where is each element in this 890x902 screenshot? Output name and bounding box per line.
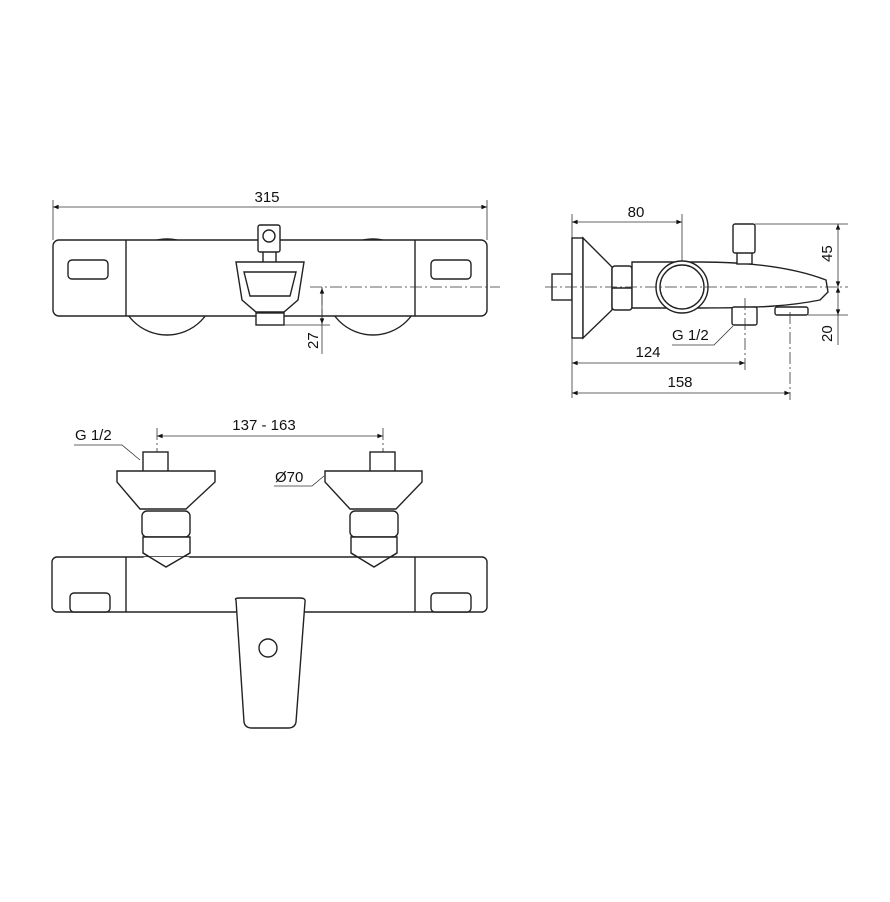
side-view: 80 45 20 124 158 G 1/2: [545, 204, 848, 400]
inlet-thread-leader: [74, 444, 141, 461]
left-union-nut: [141, 510, 191, 538]
diverter-knob: [235, 261, 305, 313]
outlet-thread-leader: [672, 325, 734, 346]
spout: [234, 597, 306, 729]
left-grip: [67, 259, 109, 280]
shower-holder: [257, 224, 281, 253]
right-flange: [324, 470, 423, 510]
left-inlet-thread: [142, 451, 169, 473]
right-inlet-thread: [369, 451, 396, 473]
width-dimension-label: 315: [254, 189, 279, 206]
flange-diameter-label: Ø70: [275, 469, 303, 486]
outlet-nut: [255, 312, 285, 326]
right-union-nut: [349, 510, 399, 538]
offset-dimension-label: 27: [305, 332, 322, 349]
top-view: 315 27: [52, 189, 500, 354]
height-up-dimension-label: 45: [819, 245, 836, 262]
shower-holder: [732, 223, 756, 254]
outlet-thread-label: G 1/2: [672, 327, 709, 344]
right-grip: [430, 592, 472, 613]
holder-hole: [262, 229, 276, 243]
height-down-dimension-label: 20: [819, 325, 836, 342]
spout-aerator: [774, 306, 809, 316]
left-grip: [69, 592, 111, 613]
diverter-inner: [243, 271, 297, 297]
spout-dimension-label: 158: [667, 374, 692, 391]
wall-flange: [571, 237, 584, 339]
inlet-thread-label: G 1/2: [75, 427, 112, 444]
left-flange: [116, 470, 216, 510]
flange-cone: [582, 236, 613, 340]
shower-outlet: [731, 306, 758, 326]
neck-join-line: [350, 552, 398, 568]
flange-diameter-leader: [274, 475, 325, 487]
right-grip: [430, 259, 472, 280]
centers-dimension-label: 137 - 163: [232, 417, 295, 434]
front-view: 137 - 163 G 1/2 Ø70: [51, 417, 488, 729]
diverter-button: [258, 638, 278, 658]
neck-join-line: [142, 552, 191, 568]
depth-dimension-label: 80: [628, 204, 645, 221]
outlet-dimension-label: 124: [635, 344, 660, 361]
